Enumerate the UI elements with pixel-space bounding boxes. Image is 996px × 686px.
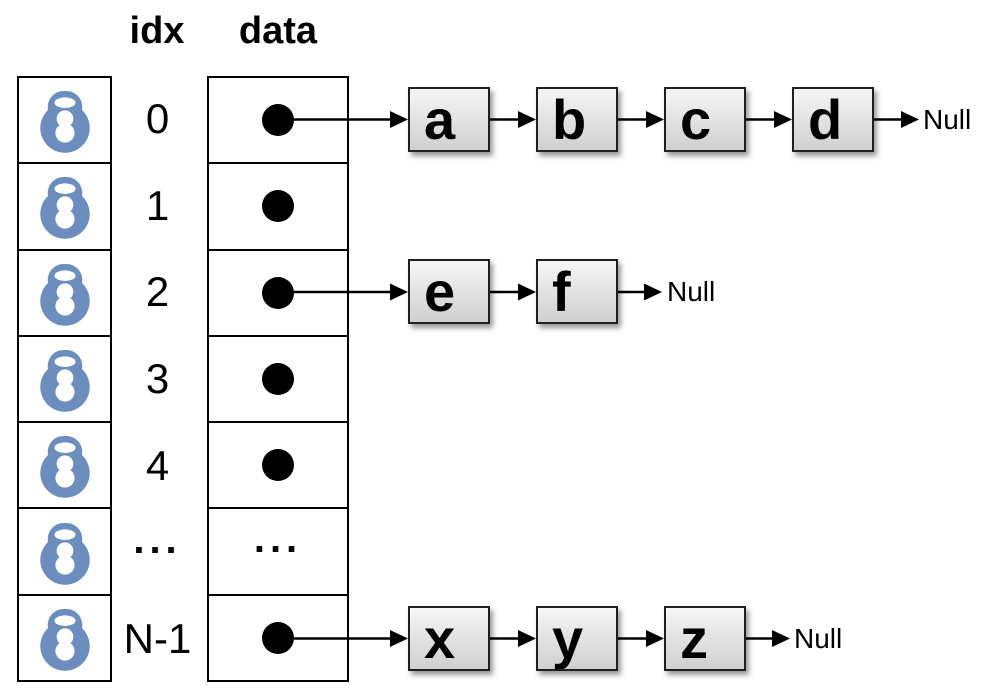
- node-label: e: [424, 260, 456, 323]
- data-cell: [209, 164, 347, 251]
- idx-label: N-1: [123, 614, 192, 662]
- node-label: x: [424, 607, 456, 670]
- idx-column: 0 1 2 3 4 ... N-1: [110, 76, 205, 682]
- lock-cell: [19, 337, 110, 424]
- data-column: ...: [207, 76, 349, 682]
- lock-icon: [39, 436, 90, 499]
- lock-icon: [39, 522, 90, 585]
- column-header-idx: idx: [129, 10, 185, 52]
- lock-icon: [39, 349, 90, 412]
- arrow-head: [901, 111, 919, 128]
- node-label: z: [680, 607, 708, 670]
- node-label: d: [808, 88, 843, 151]
- arrow-head: [390, 111, 408, 128]
- ellipsis-text: ...: [253, 516, 303, 561]
- arrow-head: [646, 111, 664, 128]
- lock-cell: [19, 164, 110, 251]
- data-cell: [209, 337, 347, 424]
- lock-icon: [39, 608, 90, 671]
- idx-label: 1: [145, 181, 170, 229]
- lock-cell: [19, 596, 110, 680]
- lock-icon: [39, 91, 90, 153]
- pointer-dot: [262, 621, 294, 654]
- arrow-head: [644, 283, 662, 301]
- list-node: z: [664, 606, 746, 671]
- list-node: d: [792, 87, 874, 152]
- pointer-dot: [262, 276, 294, 309]
- idx-label: 2: [145, 268, 170, 316]
- null-label: Null: [923, 104, 972, 135]
- data-cell: [209, 423, 347, 510]
- node-label: y: [552, 607, 584, 670]
- arrow-head: [518, 283, 536, 301]
- list-node: b: [536, 87, 618, 152]
- lock-cell: [19, 509, 110, 596]
- null-label: Null: [794, 623, 843, 654]
- lock-column: [17, 76, 112, 682]
- list-node: a: [408, 87, 490, 152]
- null-label: Null: [667, 276, 716, 307]
- list-node: y: [536, 606, 618, 671]
- lock-icon: [39, 263, 90, 326]
- data-cell-ellipsis: ...: [209, 509, 347, 596]
- lock-cell: [19, 251, 110, 337]
- arrow-head: [772, 630, 790, 647]
- pointer-dot: [262, 362, 294, 395]
- lock-cell: [19, 423, 110, 510]
- arrow-head: [390, 630, 408, 647]
- idx-label: 3: [145, 355, 170, 403]
- idx-label: 4: [145, 441, 170, 489]
- arrow-head: [390, 283, 408, 301]
- list-node: x: [408, 606, 490, 671]
- node-label: a: [424, 88, 456, 151]
- ellipsis-text: ...: [133, 517, 182, 562]
- arrow-head: [518, 630, 536, 647]
- pointer-dot: [262, 449, 294, 482]
- arrow-head: [518, 111, 536, 128]
- data-cell: [209, 596, 347, 680]
- lock-cell: [19, 78, 110, 165]
- column-header-data: data: [238, 10, 318, 52]
- data-cell: [209, 78, 347, 165]
- data-cell: [209, 251, 347, 337]
- arrow-head: [774, 111, 792, 128]
- pointer-dot: [262, 104, 294, 137]
- lock-icon: [39, 177, 90, 240]
- node-label: b: [552, 88, 587, 151]
- pointer-dot: [262, 190, 294, 223]
- node-label: c: [680, 88, 712, 151]
- list-node: e: [408, 259, 490, 324]
- node-label: f: [552, 260, 571, 323]
- idx-label-ellipsis: ...: [110, 509, 205, 596]
- list-node: c: [664, 87, 746, 152]
- idx-label: 0: [145, 95, 170, 143]
- arrow-head: [646, 630, 664, 647]
- list-node: f: [536, 259, 618, 324]
